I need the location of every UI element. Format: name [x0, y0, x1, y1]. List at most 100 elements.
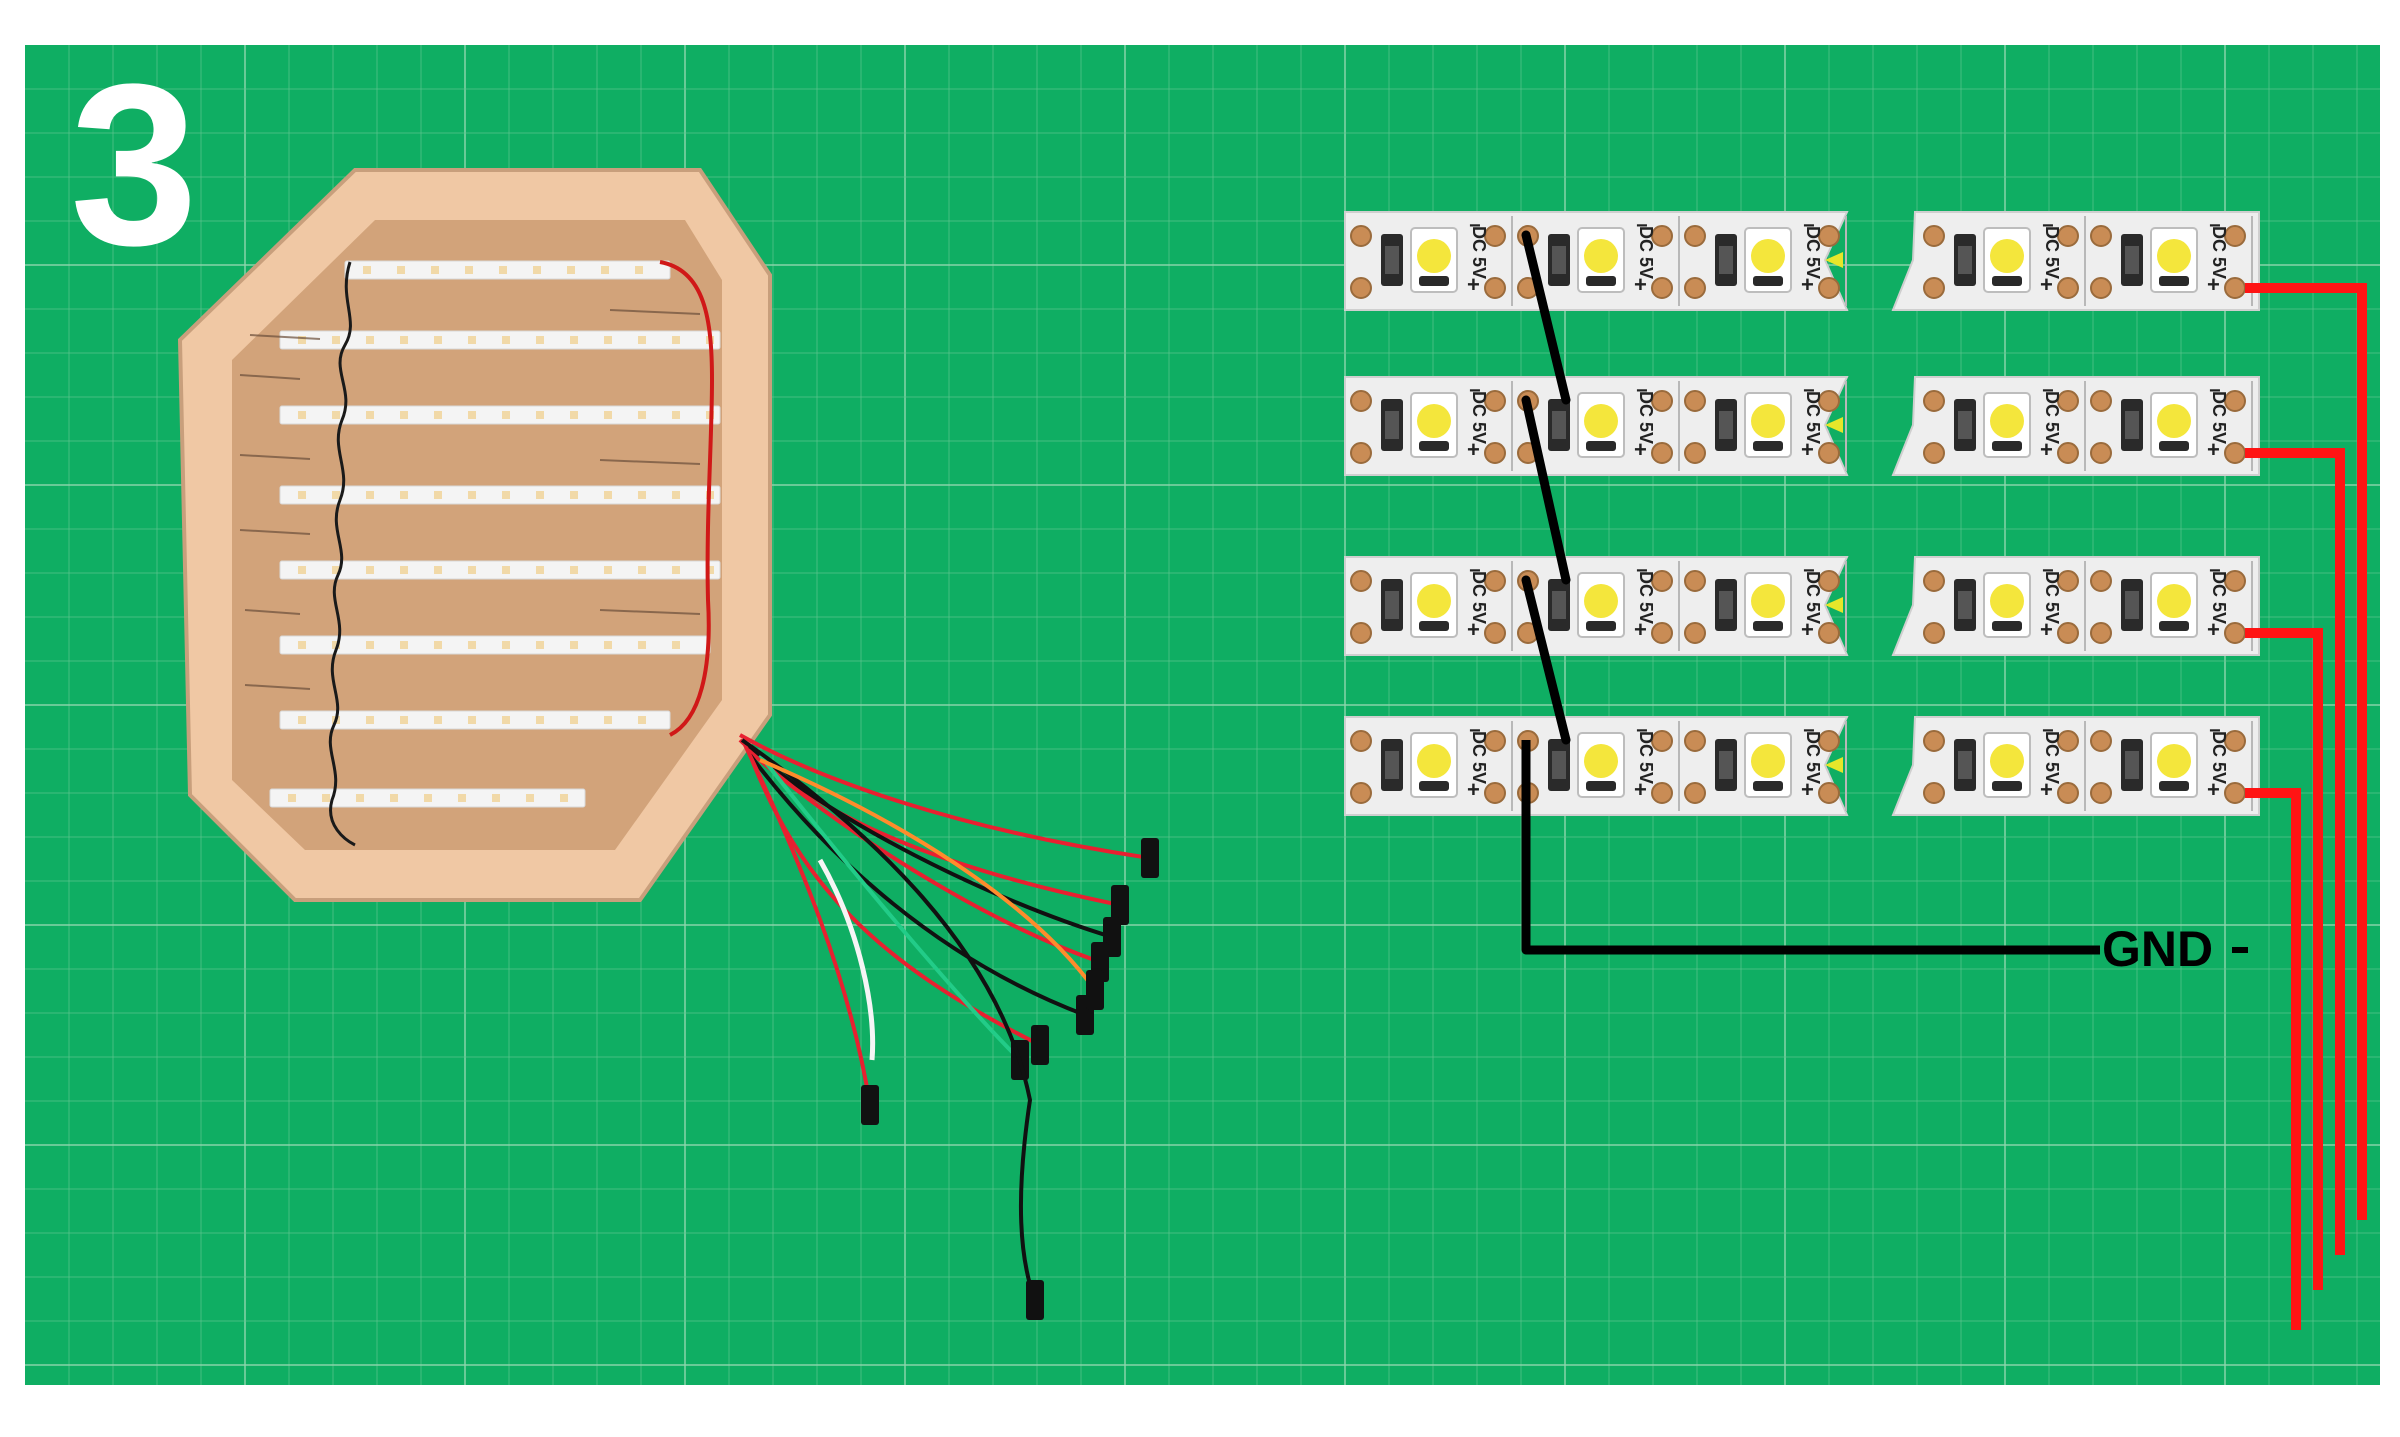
copper-pad-icon	[2224, 390, 2246, 412]
voltage-label: DC 5V	[2209, 391, 2229, 444]
minus-sign: −	[2209, 720, 2221, 742]
plus-sign: +	[1801, 617, 1814, 642]
voltage-label: DC 5V	[1469, 226, 1489, 279]
resistor-body	[2125, 411, 2139, 439]
led-base	[1753, 781, 1783, 791]
mini-led-chip	[502, 716, 510, 724]
minus-sign: −	[2209, 380, 2221, 402]
minus-sign: −	[2042, 720, 2054, 742]
copper-pad-icon	[1350, 570, 1372, 592]
mini-led-chip	[434, 491, 442, 499]
pencil-mark	[239, 454, 311, 460]
voltage-label: DC 5V	[2209, 571, 2229, 624]
voltage-label: DC 5V	[1469, 571, 1489, 624]
plus-sign: +	[1801, 777, 1814, 802]
copper-pad-icon	[1818, 277, 1840, 299]
copper-pad-icon	[1484, 277, 1506, 299]
copper-pad-icon	[2224, 782, 2246, 804]
voltage-label: DC 5V	[1636, 391, 1656, 444]
copper-pad-icon	[1923, 390, 1945, 412]
copper-pad-icon	[1484, 730, 1506, 752]
mini-led-chip	[502, 491, 510, 499]
plus-sign: +	[1467, 272, 1480, 297]
copper-pad-icon	[1651, 622, 1673, 644]
copper-pad-icon	[1818, 622, 1840, 644]
mini-led-chip	[570, 491, 578, 499]
resistor-body	[2125, 246, 2139, 274]
mini-led-chip	[298, 336, 306, 344]
plus-sign: +	[1801, 272, 1814, 297]
mini-led-chip	[536, 716, 544, 724]
mini-led-chip	[332, 411, 340, 419]
mini-led-chip	[366, 566, 374, 574]
mini-led-chip	[400, 491, 408, 499]
pencil-mark	[239, 374, 301, 380]
mini-led-chip	[465, 266, 473, 274]
minus-sign: −	[1469, 215, 1481, 237]
mini-led-chip	[526, 794, 534, 802]
led-lens	[2157, 744, 2191, 778]
led-lens	[1417, 744, 1451, 778]
power-wire-row-2	[2245, 448, 2345, 1255]
voltage-label: DC 5V	[1803, 571, 1823, 624]
power-wire	[659, 260, 715, 737]
jumper-wire	[739, 733, 1151, 860]
mini-led-chip	[434, 566, 442, 574]
resistor-body	[1719, 411, 1733, 439]
resistor-body	[2125, 591, 2139, 619]
cut-mark	[1825, 597, 1843, 613]
pencil-mark	[599, 459, 701, 465]
copper-pad-icon	[1484, 442, 1506, 464]
pin-connector-icon	[1141, 838, 1159, 878]
copper-pad-icon	[1484, 622, 1506, 644]
ground-wire	[328, 261, 356, 847]
led-base	[2159, 276, 2189, 286]
mini-led-chip	[468, 716, 476, 724]
plus-sign: +	[1634, 617, 1647, 642]
copper-pad-icon	[2090, 782, 2112, 804]
copper-pad-icon	[1684, 390, 1706, 412]
led-base	[1753, 621, 1783, 631]
cut-mark	[1825, 417, 1843, 433]
voltage-label: DC 5V	[2042, 391, 2062, 444]
copper-pad-icon	[1484, 782, 1506, 804]
cut-mark	[1825, 757, 1843, 773]
mini-led-chip	[672, 336, 680, 344]
voltage-label: DC 5V	[1803, 226, 1823, 279]
pencil-mark	[244, 684, 311, 690]
plus-sign: +	[2207, 272, 2220, 297]
led-lens	[1751, 404, 1785, 438]
mini-led-chip	[298, 641, 306, 649]
copper-pad-icon	[1684, 225, 1706, 247]
copper-pad-icon	[1651, 277, 1673, 299]
jumper-wire	[748, 753, 1086, 1017]
voltage-label: DC 5V	[2042, 226, 2062, 279]
mini-led-chip	[536, 411, 544, 419]
resistor-body	[1385, 591, 1399, 619]
copper-pad-icon	[1684, 782, 1706, 804]
mini-led-chip	[502, 336, 510, 344]
copper-pad-icon	[1350, 390, 1372, 412]
pin-connector-icon	[1031, 1025, 1049, 1065]
copper-pad-icon	[1350, 730, 1372, 752]
mini-led-chip	[366, 336, 374, 344]
plus-sign: +	[2040, 437, 2053, 462]
led-base	[1419, 441, 1449, 451]
copper-pad-icon	[2090, 730, 2112, 752]
copper-pad-icon	[2224, 730, 2246, 752]
mini-led-chip	[468, 491, 476, 499]
led-lens	[2157, 239, 2191, 273]
plus-sign: +	[1634, 777, 1647, 802]
led-base	[1753, 441, 1783, 451]
copper-pad-icon	[1923, 442, 1945, 464]
mini-led-chip	[601, 266, 609, 274]
jumper-wire	[817, 858, 876, 1061]
mini-led-chip	[288, 794, 296, 802]
pin-connector-icon	[861, 1085, 879, 1125]
led-lens	[1751, 584, 1785, 618]
led-lens	[2157, 404, 2191, 438]
led-strip-left: DC 5V+−DC 5V+−DC 5V+−	[1344, 376, 1849, 476]
mini-led-chip	[672, 491, 680, 499]
plus-sign: +	[1634, 437, 1647, 462]
